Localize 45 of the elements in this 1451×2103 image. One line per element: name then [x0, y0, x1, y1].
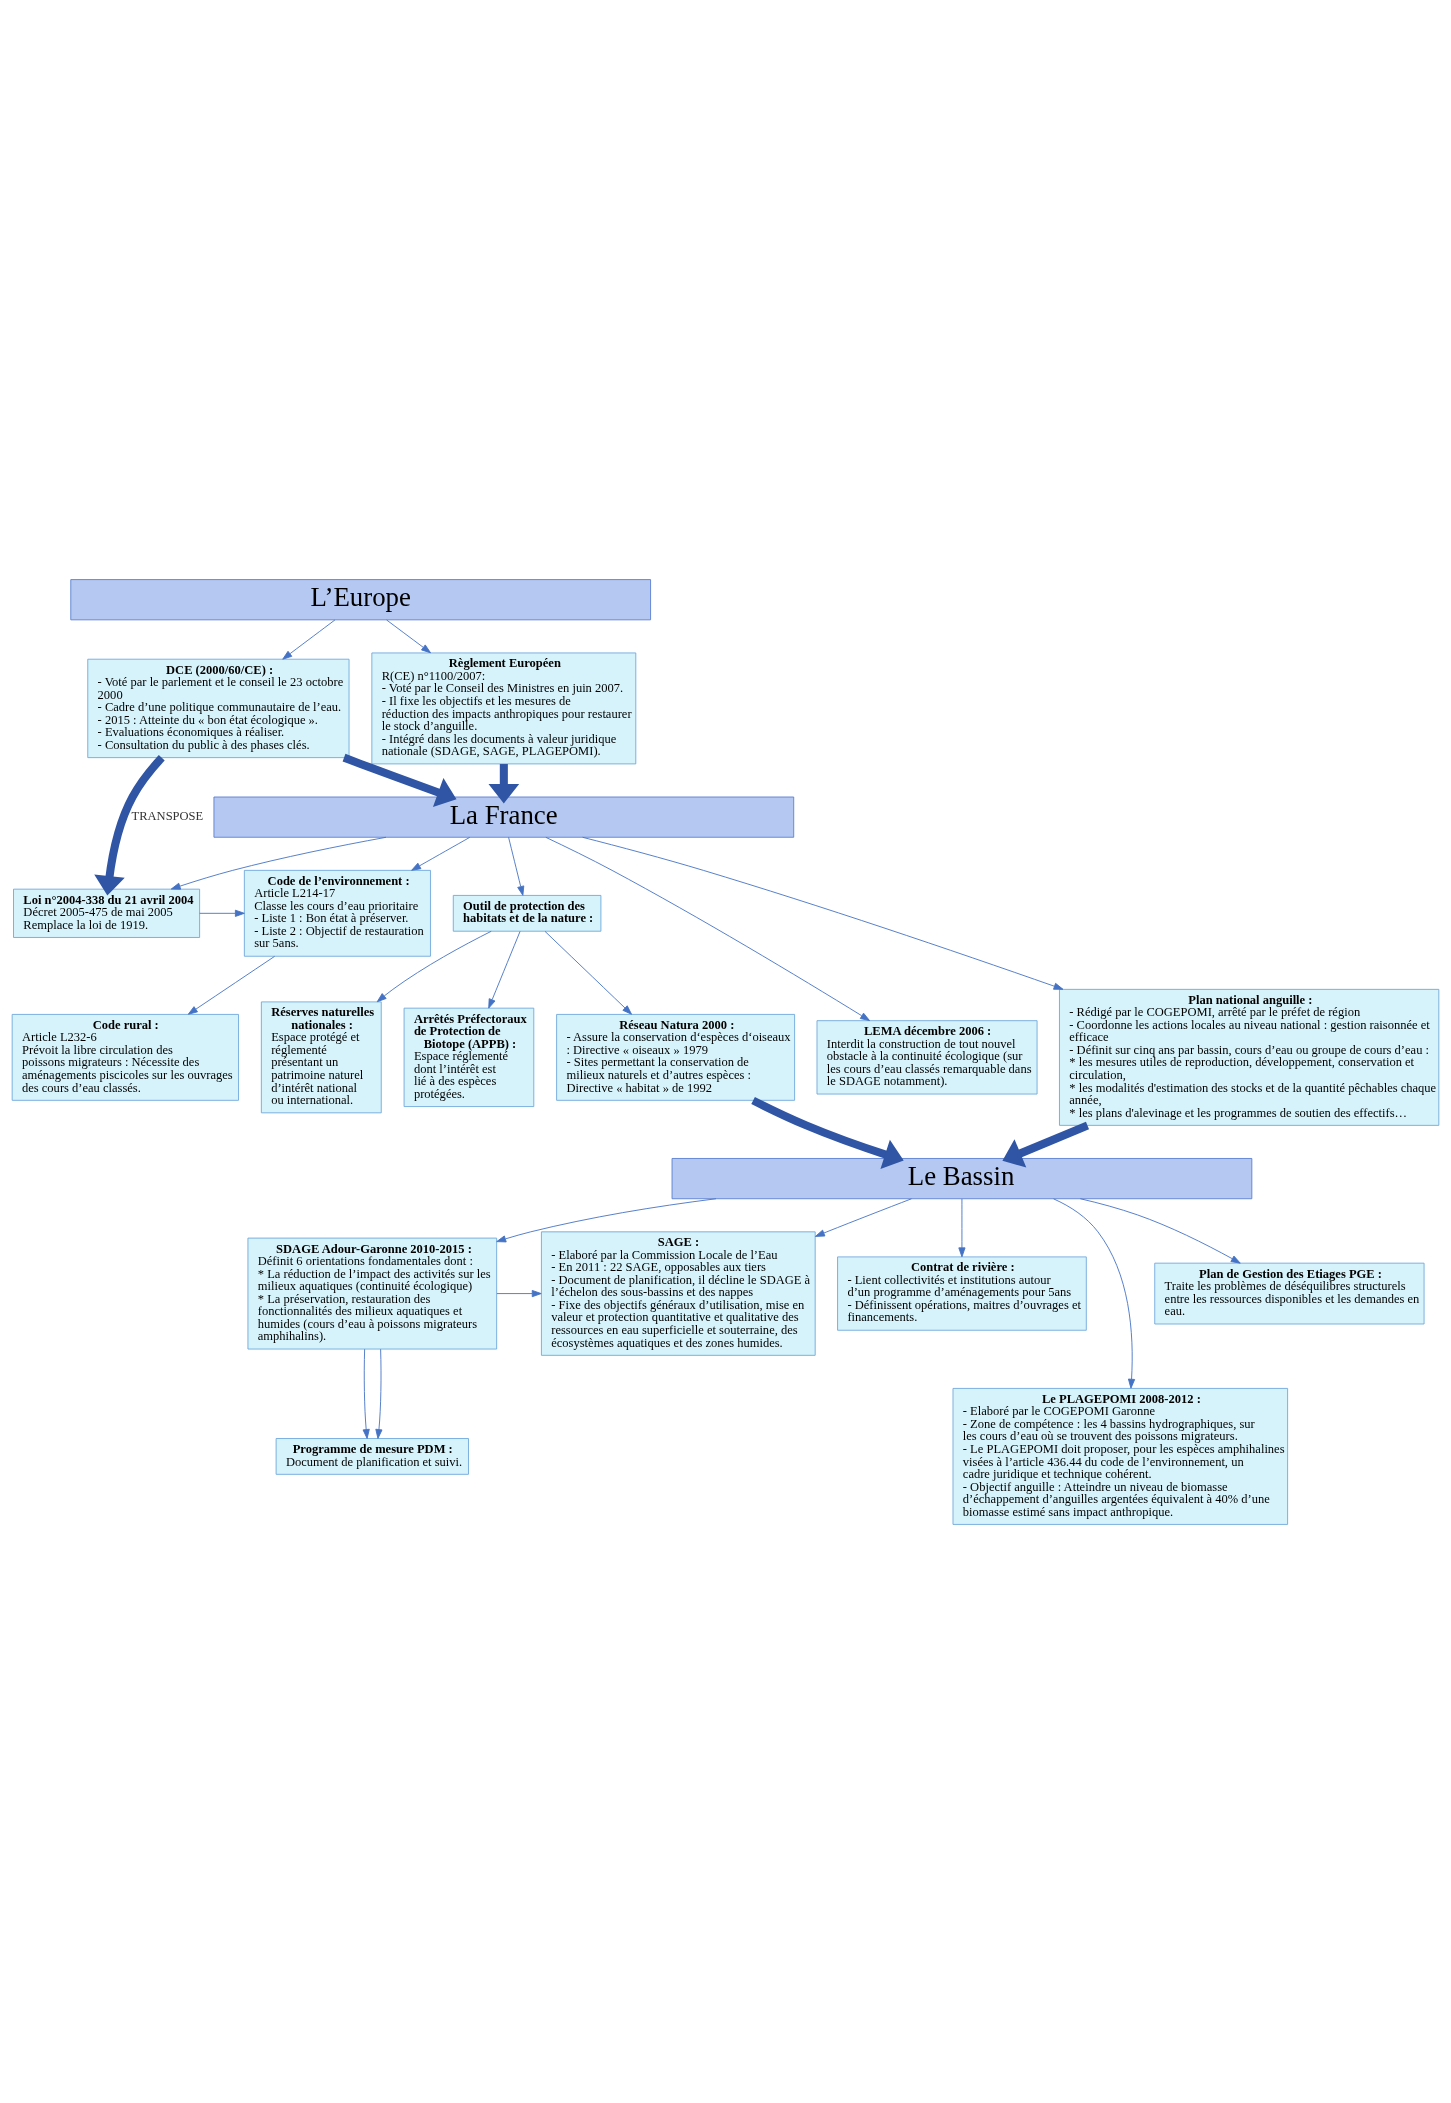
node-box: SAGE : - Elaboré par la Commission Locale de l’Eau - En 2011 : 22 SAGE, opposables aux tiers - Document de planification, il décline le SDAGE à l’échelon des sous-bassins et des nappes - Fixe des objectifs généraux d’utilisation, mise en valeur et protection quantitative et qualitative des ressources en eau superficielle et souterraine, des écosystèmes aquatiques et des zones humides.	[540, 1230, 816, 1356]
arrow	[362, 1348, 370, 1439]
arrow	[815, 1197, 912, 1237]
node-box: Le PLAGEPOMI 2008-2012 : - Elaboré par le COGEPOMI Garonne - Zone de compétence : les 4 bassins hydrographiques, sur les cours d’eau où se trouvent des poissons migrateurs. - Le PLAGEPOMI doit proposer, pour les espèces amphihalines visées à l’article 436.44 du code de l’environnement, un cadre juridique et technique cohérent. - Objectif anguille : Atteindre un niveau de biomasse d’échappement d’anguilles argentées équivalent à 40% d’une biomasse estimé sans impact anthropique.	[952, 1387, 1289, 1525]
node-box: LEMA décembre 2006 : Interdit la construction de tout nouvel obstacle à la continuité écologique (sur les cours d’eau classés remarquable dans le SDAGE notamment).	[816, 1019, 1038, 1094]
arrow	[1079, 1197, 1241, 1264]
arrow	[751, 1096, 904, 1169]
arrow	[411, 836, 471, 871]
node-box: Règlement Européen R(CE) n°1100/2007: - Voté par le Conseil des Ministres en juin 2007. - Il fixe les objectifs et les mesures de réduction des impacts anthropiques pour restaurer le stock d’anguille. - Intégré dans les documents à valeur juridique nationale (SDAGE, SAGE, PLAGEPOMI).	[371, 652, 637, 764]
node-box: Plan de Gestion des Etiages PGE : Traite les problèmes de déséquilibres structurels entre les ressources disponibles et les demandes en eau.	[1154, 1262, 1425, 1324]
edge-label: TRANSPOSE	[131, 808, 204, 823]
node-box: Plan national anguille : - Rédigé par le COGEPOMI, arrêté par le préfet de région - Coordonne les actions locales au niveau national : gestion raisonnée et efficace - Définit sur cinq ans par bassin, cours d’eau ou groupe de cours d’eau : * les mesures utiles de reproduction, développement, conservation et circulation, * les modalités d'estimation des stocks et de la quantité pêchables chaque année, * les plans d'alevinage et les programmes de soutien des effectifs…	[1059, 988, 1440, 1126]
node-box: SDAGE Adour-Garonne 2010-2015 : Définit 6 orientations fondamentales dont : * La réduction de l’impact des activités sur les milieux aquatiques (continuité écologique) * La préservation, restauration des fonctionnalités des milieux aquatiques et humides (cours d’eau à poissons migrateurs amphihalins).	[247, 1237, 498, 1349]
node-box: Réseau Natura 2000 : - Assure la conservation d‘espèces d‘oiseaux : Directive « oiseaux » 1979 - Sites permettant la conservation de milieux naturels et d’autres espèces : Directive « habitat » de 1992	[556, 1013, 796, 1101]
arrow	[375, 1348, 383, 1439]
arrow	[1002, 1121, 1090, 1168]
arrow	[488, 930, 521, 1009]
arrow	[376, 930, 492, 1002]
node-box: L’Europe	[70, 578, 651, 620]
arrow	[958, 1198, 966, 1257]
node-box: Le Bassin	[671, 1157, 1253, 1199]
node-box: Code de l’environnement : Article L214-17 Classe les cours d’eau prioritaire - Liste 1 : Bon état à préserver. - Liste 2 : Objectif de restauration sur 5ans.	[243, 869, 431, 957]
node-box: Réserves naturelles nationales : Espace protégé et réglementé présentant un patrimoine naturel d’intérêt national ou international.	[260, 1000, 382, 1113]
node-box: Outil de protection des habitats et de la nature :	[452, 894, 602, 932]
node-box: Programme de mesure PDM : Document de planification et suivi.	[275, 1437, 469, 1475]
arrow	[94, 754, 165, 895]
arrow	[508, 836, 525, 896]
node-box: Code rural : Article L232-6 Prévoit la libre circulation des poissons migrateurs : Nécessite des aménagements piscicoles sur les ouvrages des cours d’eau classés.	[11, 1013, 239, 1101]
arrow	[1053, 1197, 1136, 1389]
arrow	[496, 1289, 542, 1297]
arrow	[170, 836, 387, 890]
arrow	[582, 836, 1064, 990]
arrow	[496, 1197, 717, 1242]
arrow	[199, 909, 245, 917]
arrow	[386, 619, 431, 653]
node-box: Loi n°2004-338 du 21 avril 2004 Décret 2005-475 de mai 2005 Remplace la loi de 1919.	[13, 888, 201, 938]
node-box: Contrat de rivière : - Lient collectivités et institutions autour d’un programme d’aménagements pour 5ans - Définissent opérations, maitres d’ouvrages et financements.	[837, 1255, 1087, 1331]
node-box: Arrêtés Préfectoraux de Protection de Biotope (APPB) : Espace réglementé dont l’intérêt est lié à des espèces protégées.	[403, 1007, 535, 1107]
arrow	[282, 619, 336, 660]
arrow	[545, 836, 870, 1021]
node-box: La France	[213, 796, 795, 838]
arrow	[488, 763, 520, 803]
node-box: DCE (2000/60/CE) : - Voté par le parlement et le conseil le 23 octobre 2000 - Cadre d’une politique communautaire de l’eau. - 2015 : Atteinte du « bon état écologique ». - Evaluations économiques à réaliser. - Consultation du public à des phases clés.	[87, 658, 350, 758]
arrow	[544, 930, 632, 1015]
arrow	[187, 955, 276, 1015]
